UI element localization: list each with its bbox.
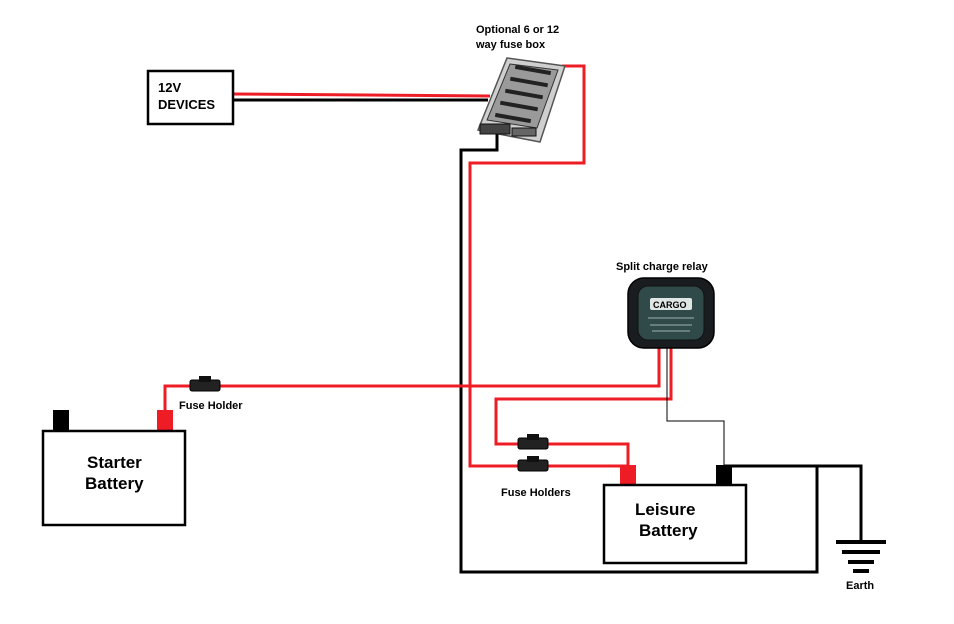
positive-wire-relay-out	[494, 345, 673, 446]
leisure-battery: Leisure Battery	[602, 465, 748, 565]
positive-wire-devices	[232, 92, 491, 98]
fuse-holder-leisure-upper	[517, 434, 549, 450]
positive-wire-starter-to-relay	[220, 345, 661, 388]
positive-wire-to-leisure-b	[548, 442, 630, 472]
fuse-holder-starter: Fuse Holder	[179, 376, 243, 412]
devices-label-line1: 12V	[158, 80, 181, 95]
fuse-holder-label: Fuse Holder	[179, 400, 243, 412]
devices-box: 12V DEVICES	[146, 69, 235, 126]
split-charge-relay: Split charge relay CARGO	[616, 261, 715, 349]
starter-battery-label-line2: Battery	[85, 474, 144, 493]
positive-wire-starter	[163, 384, 190, 410]
leisure-battery-label-line1: Leisure	[635, 500, 695, 519]
relay-brand-logo: CARGO	[653, 300, 687, 310]
fuse-box-label-line2: way fuse box	[475, 39, 546, 51]
positive-wire-to-leisure-a	[548, 464, 630, 472]
fuse-holders-label: Fuse Holders	[501, 487, 571, 499]
starter-battery: Starter Battery	[41, 410, 187, 527]
leisure-battery-label-line2: Battery	[639, 521, 698, 540]
relay-title: Split charge relay	[616, 261, 709, 273]
fuse-box: Optional 6 or 12 way fuse box	[475, 24, 566, 143]
negative-wire-main	[459, 133, 819, 574]
wires	[163, 64, 863, 574]
negative-wire-earth	[724, 464, 863, 540]
fuse-holder-leisure-lower	[517, 456, 549, 472]
fuse-box-label-line1: Optional 6 or 12	[476, 24, 559, 36]
earth-symbol: Earth	[836, 540, 886, 592]
devices-label-line2: DEVICES	[158, 97, 215, 112]
fuse-slots	[494, 64, 552, 124]
starter-battery-label-line1: Starter	[87, 453, 142, 472]
earth-label: Earth	[846, 580, 874, 592]
relay-earth-wire	[666, 345, 725, 466]
positive-wire-fusebox-feed	[468, 64, 586, 468]
